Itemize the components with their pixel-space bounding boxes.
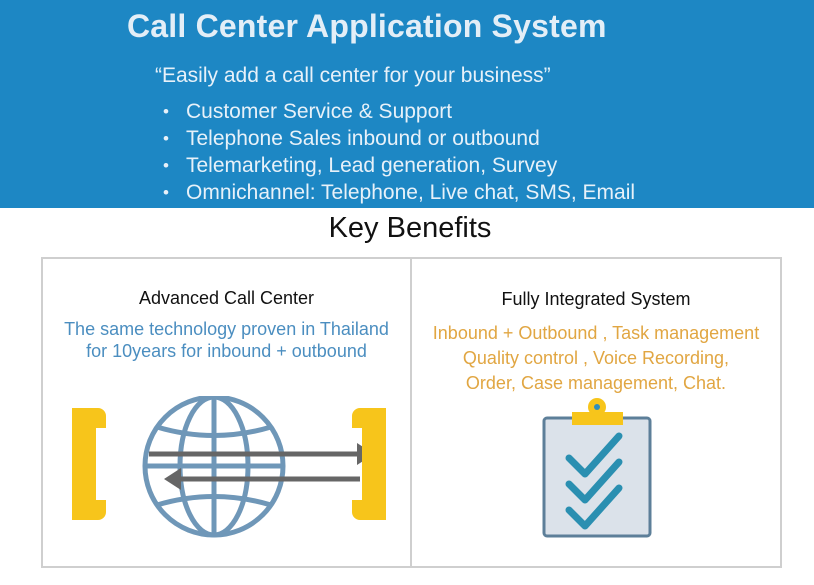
- card-description: Inbound + Outbound , Task management Qua…: [412, 321, 780, 396]
- fully-integrated-system-card: Fully Integrated System Inbound + Outbou…: [410, 257, 782, 568]
- bullet-icon: •: [163, 129, 169, 148]
- globe-icon: [142, 396, 286, 538]
- clipboard-checklist-icon: [542, 398, 652, 538]
- feature-list: • Customer Service & Support • Telephone S…: [163, 98, 635, 206]
- card-description-line: The same technology proven in Thailand: [64, 319, 389, 339]
- card-description-line: Order, Case management, Chat.: [465, 373, 727, 393]
- feature-list-item: • Omnichannel: Telephone, Live chat, SMS,…: [163, 179, 635, 206]
- banner-tagline: “Easily add a call center for your busin…: [155, 64, 551, 87]
- bullet-icon: •: [163, 183, 169, 202]
- card-description-line: Inbound + Outbound , Task management: [432, 323, 760, 343]
- hero-banner: Call Center Application System “Easily a…: [0, 0, 814, 208]
- bullet-icon: •: [163, 156, 169, 175]
- globe-illustration: [72, 396, 386, 538]
- phone-icon: [352, 408, 386, 520]
- card-title: Fully Integrated System: [501, 289, 691, 309]
- feature-label: Telemarketing, Lead generation, Survey: [186, 154, 558, 177]
- card-description-line: for 10years for inbound + outbound: [86, 341, 367, 361]
- advanced-call-center-card: Advanced Call Center The same technology…: [41, 257, 412, 568]
- section-title: Key Benefits: [328, 212, 492, 244]
- bullet-icon: •: [163, 102, 169, 121]
- feature-list-item: • Telemarketing, Lead generation, Survey: [163, 152, 635, 179]
- feature-list-item: • Customer Service & Support: [163, 98, 635, 125]
- feature-label: Omnichannel: Telephone, Live chat, SMS, …: [186, 181, 636, 204]
- feature-list-item: • Telephone Sales inbound or outbound: [163, 125, 635, 152]
- card-description-line: Quality control , Voice Recording,: [462, 348, 730, 368]
- card-title: Advanced Call Center: [138, 288, 315, 308]
- phone-icon: [72, 408, 106, 520]
- arrows-icon: [149, 443, 374, 490]
- card-description: The same technology proven in Thailand f…: [43, 318, 410, 362]
- feature-label: Customer Service & Support: [186, 100, 453, 123]
- feature-label: Telephone Sales inbound or outbound: [186, 127, 540, 150]
- banner-title: Call Center Application System: [127, 8, 607, 44]
